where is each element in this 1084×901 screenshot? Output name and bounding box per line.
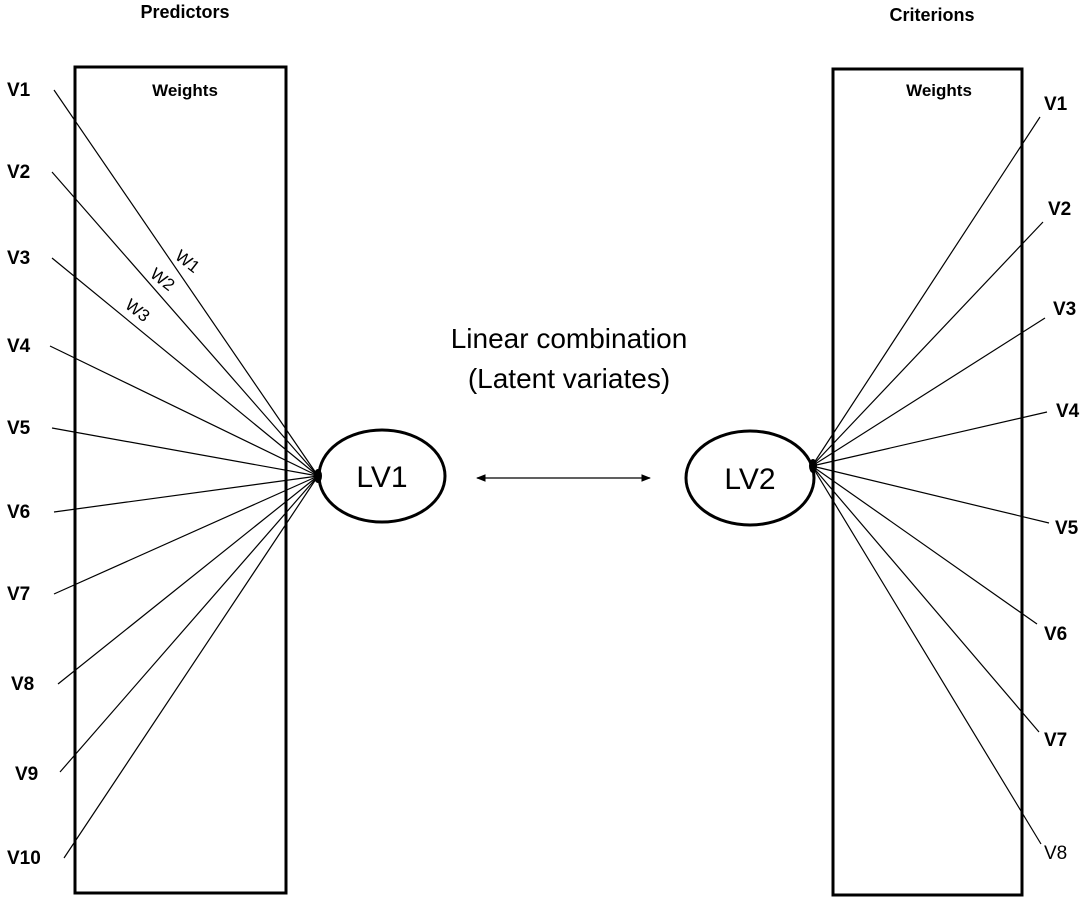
- predictor-variable-label: V4: [7, 336, 31, 357]
- predictor-line: [51, 171, 319, 477]
- criterion-variable-label: V8: [1044, 843, 1067, 864]
- criterion-line: [811, 317, 1046, 467]
- criterion-line: [811, 465, 1050, 524]
- predictor-line: [57, 475, 319, 685]
- predictor-line: [49, 345, 319, 477]
- predictor-line: [53, 475, 319, 595]
- predictors-weights-box: [73, 65, 288, 895]
- criterion-line: [811, 116, 1041, 467]
- predictor-variable-label: V3: [7, 248, 30, 269]
- criterions-title: Criterions: [889, 5, 974, 25]
- criterion-line: [811, 411, 1048, 467]
- predictor-variable-label: V9: [15, 764, 38, 785]
- criterion-variable-label: V6: [1044, 624, 1067, 645]
- criterion-variable-label: V4: [1056, 401, 1080, 422]
- criterion-variable-label: V1: [1044, 94, 1068, 115]
- predictor-variable-label: V2: [7, 162, 30, 183]
- criterion-variable-label: V3: [1053, 299, 1076, 320]
- predictors-title: Predictors: [140, 2, 229, 22]
- predictor-lines: [49, 89, 319, 859]
- lv1-label: LV1: [356, 461, 407, 494]
- center-caption-line1: Linear combination: [451, 323, 688, 354]
- criterions-weights-box: [831, 67, 1024, 897]
- predictor-line: [53, 89, 319, 477]
- predictor-line: [63, 475, 319, 859]
- predictor-variable-label: V7: [7, 584, 30, 605]
- criterion-variable-label: V7: [1044, 730, 1067, 751]
- predictor-line: [59, 475, 319, 773]
- lv1-connector-dot: [314, 469, 322, 483]
- weight-label: W2: [147, 264, 179, 295]
- predictor-variable-label: V6: [7, 502, 30, 523]
- predictor-line: [53, 475, 319, 513]
- predictor-variable-label: V8: [11, 674, 34, 695]
- criterion-line: [811, 221, 1044, 467]
- weight-label: W1: [172, 246, 204, 277]
- criterion-variable-label: V2: [1048, 199, 1071, 220]
- predictor-variable-label: V5: [7, 418, 31, 439]
- lv2-ellipse: [684, 429, 816, 527]
- lv2-label: LV2: [724, 463, 775, 496]
- criterion-variable-label: V5: [1055, 518, 1079, 539]
- criterion-line: [811, 465, 1038, 625]
- criterion-line: [811, 465, 1042, 845]
- predictor-variable-label: V1: [7, 80, 31, 101]
- criterions-weights-label: Weights: [906, 81, 972, 100]
- weight-label: W3: [122, 295, 154, 326]
- predictor-variable-label: V10: [7, 848, 41, 869]
- criterion-lines: [811, 116, 1050, 845]
- predictor-line: [51, 427, 319, 477]
- criterion-line: [811, 465, 1040, 733]
- lv2-connector-dot: [809, 459, 817, 473]
- center-caption-line2: (Latent variates): [468, 363, 670, 394]
- predictor-line: [51, 257, 319, 477]
- predictors-weights-label: Weights: [152, 81, 218, 100]
